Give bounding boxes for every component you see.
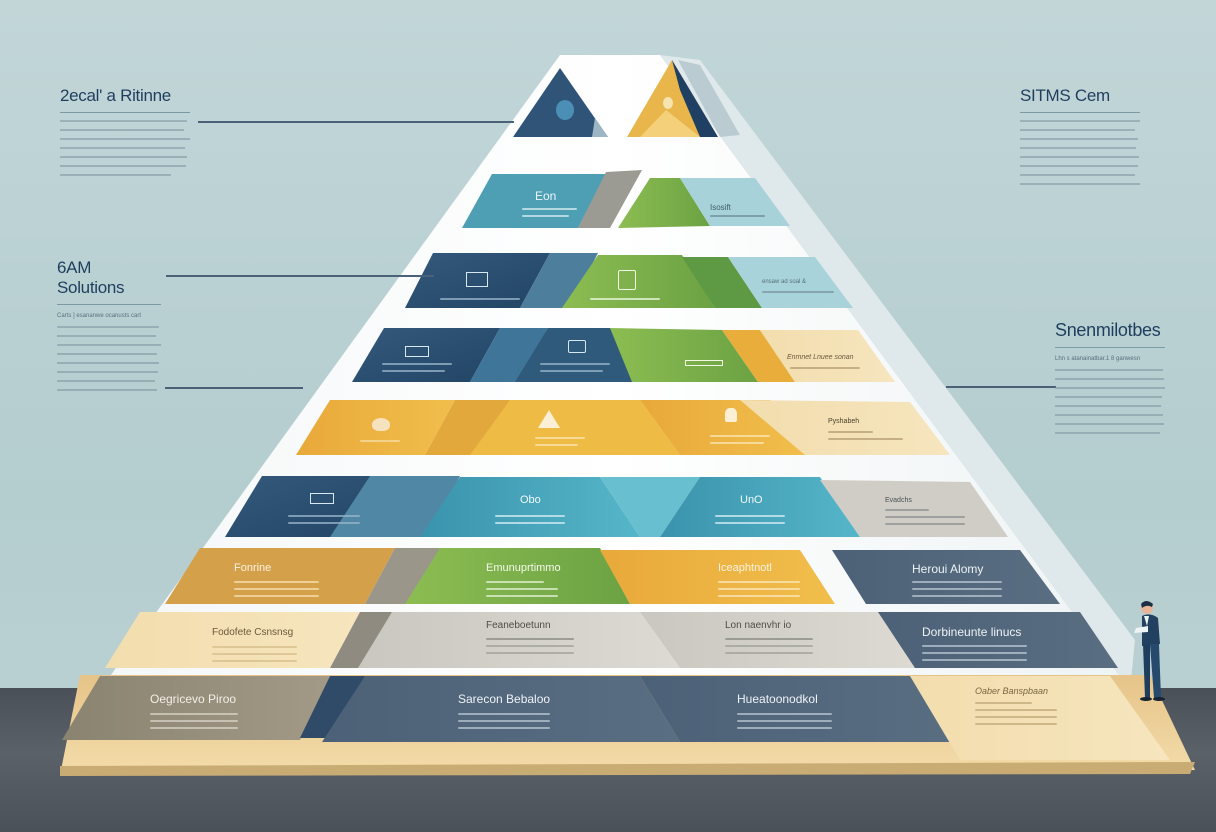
row5-mid2-label: UnO bbox=[740, 494, 763, 506]
row-2 bbox=[405, 253, 853, 308]
row2-mid-text bbox=[590, 293, 660, 305]
row2-left-text bbox=[440, 293, 520, 305]
row8-text-3 bbox=[737, 708, 832, 734]
row1-left-text bbox=[522, 203, 577, 222]
row7-text-2 bbox=[486, 633, 574, 659]
id-card-icon bbox=[405, 346, 429, 357]
row1-right-label: Isosift bbox=[710, 203, 731, 212]
row2-right-text: ensaw ad soal & bbox=[762, 279, 807, 285]
row6-label-2: Emunuprtimmo bbox=[486, 562, 561, 574]
row7-label-4: Dorbineunte linucs bbox=[922, 625, 1022, 639]
apex-left-triangle bbox=[513, 68, 608, 137]
side-panel-left-top: 2ecal' a Ritinne bbox=[60, 86, 190, 183]
row1-left-label: Eon bbox=[535, 189, 557, 203]
row8-label-2: Sarecon Bebaloo bbox=[458, 692, 551, 706]
leader-line-right-mid bbox=[946, 386, 1056, 388]
triangle-icon bbox=[663, 97, 673, 109]
row8-label-4: Oaber Banspbaan bbox=[975, 686, 1049, 696]
side-panel-subtitle: Lhn s atanainatbar.1 8 ganwesn bbox=[1055, 356, 1141, 362]
row7-text-3 bbox=[725, 633, 813, 659]
row-4 bbox=[296, 400, 950, 455]
row8-text-2 bbox=[458, 708, 550, 734]
row5-right-label: Evadchs bbox=[885, 497, 912, 504]
row-6 bbox=[165, 548, 1060, 604]
row7-text-1 bbox=[212, 641, 297, 667]
row8-text-4 bbox=[975, 697, 1057, 730]
leader-line-left-mid-b bbox=[165, 387, 303, 389]
row6-label-3: Iceaphtnotl bbox=[718, 562, 772, 574]
device-icon bbox=[310, 493, 334, 504]
row5-mid-label: Obo bbox=[520, 494, 541, 506]
row8-text-1 bbox=[150, 708, 238, 734]
leader-line-left-top bbox=[198, 121, 514, 123]
row6-text-3 bbox=[718, 576, 800, 602]
side-panel-right-mid: Snenmilotbes Lhn s atanainatbar.1 8 ganw… bbox=[1055, 320, 1165, 441]
row6-text-2 bbox=[486, 576, 558, 602]
row6-label-1: Fonrine bbox=[234, 562, 272, 574]
row7-label-1: Fodofete Csnsnsg bbox=[212, 627, 294, 638]
side-panel-text bbox=[60, 120, 190, 176]
row-5 bbox=[225, 476, 1008, 537]
row-8 bbox=[62, 676, 1170, 760]
chart-icon bbox=[685, 360, 723, 366]
row4-mid-text bbox=[535, 432, 585, 451]
row4-left-text bbox=[360, 435, 400, 447]
clipboard-icon bbox=[618, 270, 636, 290]
side-panel-title: 6AM Solutions bbox=[57, 258, 161, 305]
side-panel-right-top: SITMS Cem bbox=[1020, 86, 1140, 192]
row3-left-text bbox=[382, 358, 452, 377]
side-panel-text bbox=[1020, 120, 1140, 185]
row5-right-text bbox=[885, 504, 965, 530]
mountain-icon bbox=[538, 410, 560, 428]
row4-right-label: Pyshabeh bbox=[828, 418, 860, 425]
document-icon bbox=[466, 272, 488, 287]
row3-right-text bbox=[790, 362, 860, 374]
side-panel-title: 2ecal' a Ritinne bbox=[60, 86, 190, 113]
row5-left-text bbox=[288, 510, 360, 529]
apex-right-triangle bbox=[627, 60, 740, 137]
row4-right-text bbox=[828, 426, 903, 445]
row6-text-4 bbox=[912, 576, 1002, 602]
side-panel-left-mid: 6AM Solutions Carts ] esananwe ocanusts … bbox=[57, 258, 161, 398]
row8-label-1: Oegricevo Piroo bbox=[150, 692, 237, 706]
circle-icon bbox=[556, 100, 574, 120]
row7-label-3: Lon naenvhr io bbox=[725, 620, 792, 631]
row5-mid-text bbox=[495, 510, 565, 529]
side-panel-title: SITMS Cem bbox=[1020, 86, 1140, 113]
person-icon bbox=[725, 408, 737, 422]
row6-label-4: Heroui Alomy bbox=[912, 562, 984, 576]
side-panel-text bbox=[57, 326, 161, 391]
row5-mid2-text bbox=[715, 510, 785, 529]
side-panel-subtitle: Carts ] esananwe ocanusts cart bbox=[57, 313, 142, 319]
row3-right-label: Enmnet Lnuee sonan bbox=[787, 354, 854, 361]
row2-right-lines bbox=[762, 286, 834, 298]
leader-line-left-mid-a bbox=[166, 275, 434, 277]
side-panel-title: Snenmilotbes bbox=[1055, 320, 1165, 348]
row4-right-mid-text bbox=[710, 430, 770, 449]
row-1 bbox=[462, 170, 790, 228]
briefcase-icon bbox=[568, 340, 586, 353]
row-3 bbox=[352, 328, 895, 382]
row7-label-2: Feaneboetunn bbox=[486, 620, 551, 631]
businessman-figure bbox=[1134, 601, 1165, 701]
row3-mid-text bbox=[540, 358, 610, 377]
row7-text-4 bbox=[922, 640, 1027, 666]
row8-label-3: Hueatoonodkol bbox=[737, 692, 818, 706]
row1-right-text bbox=[710, 210, 765, 222]
row6-text-1 bbox=[234, 576, 319, 602]
cloud-icon bbox=[372, 418, 390, 431]
side-panel-text bbox=[1055, 369, 1165, 434]
